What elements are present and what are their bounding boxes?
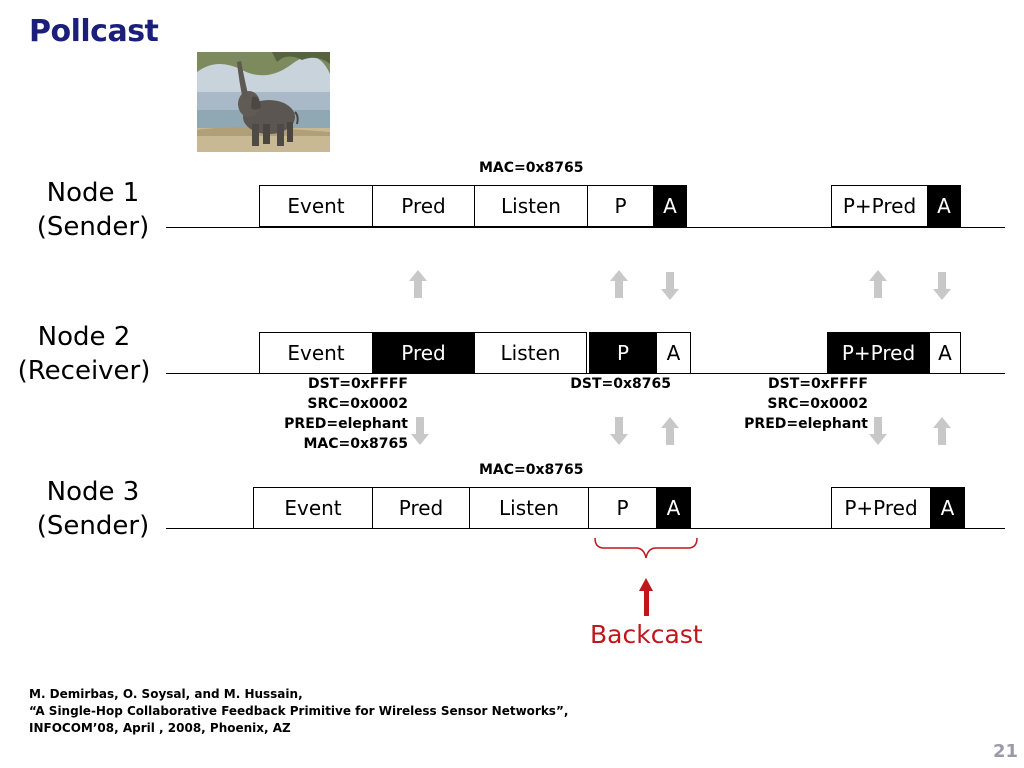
- node-3-listen-slot: Listen: [469, 487, 589, 529]
- node-3-ppred-slot: P+Pred: [831, 487, 931, 529]
- up-arrow-icon: [409, 270, 427, 298]
- node-3-mac-label: MAC=0x8765: [479, 462, 584, 478]
- node-1-label: Node 1 (Sender): [18, 176, 168, 244]
- node-3-p-slot: P: [588, 487, 657, 529]
- elephant-photo: [197, 52, 330, 152]
- node-3-ack-slot: A: [656, 487, 691, 529]
- node-3-event-slot: Event: [253, 487, 373, 529]
- node-3-pred-slot: Pred: [372, 487, 470, 529]
- node-1-event-slot: Event: [259, 185, 373, 227]
- p-packet-dst: DST=0x8765: [570, 376, 671, 392]
- down-arrow-icon: [661, 272, 679, 300]
- node-3-role: (Sender): [36, 511, 150, 541]
- ppred-packet-info: DST=0xFFFF SRC=0x0002 PRED=elephant: [744, 374, 868, 434]
- down-arrow-icon: [411, 417, 429, 445]
- up-arrow-icon: [661, 417, 679, 445]
- citation-paper: “A Single-Hop Collaborative Feedback Pri…: [29, 704, 569, 718]
- p-packet-info: DST=0x8765: [570, 374, 671, 394]
- node-1-mac-label: MAC=0x8765: [479, 160, 584, 176]
- backcast-label: Backcast: [590, 620, 703, 649]
- up-arrow-icon: [869, 270, 887, 298]
- ppred-packet-dst: DST=0xFFFF: [767, 376, 868, 392]
- citation-authors: M. Demirbas, O. Soysal, and M. Hussain,: [29, 687, 303, 701]
- node-1-listen-slot: Listen: [474, 185, 588, 227]
- up-arrow-icon: [933, 417, 951, 445]
- node-1-role: (Sender): [36, 212, 150, 242]
- node-1-ack-slot: A: [653, 185, 687, 227]
- ppred-packet-pred: PRED=elephant: [744, 416, 868, 432]
- down-arrow-icon: [869, 417, 887, 445]
- node-1-pred-slot: Pred: [372, 185, 475, 227]
- node-2-name: Node 2: [37, 322, 131, 352]
- node-1-timeline: [166, 227, 1005, 228]
- node-1-p-slot: P: [587, 185, 654, 227]
- node-2-pred-slot: Pred: [372, 332, 475, 374]
- ppred-packet-src: SRC=0x0002: [767, 396, 868, 412]
- node-2-p-slot: P: [589, 332, 657, 374]
- pred-packet-src: SRC=0x0002: [307, 396, 408, 412]
- citation-venue: INFOCOM’08, April , 2008, Phoenix, AZ: [29, 721, 291, 735]
- pred-packet-info: DST=0xFFFF SRC=0x0002 PRED=elephant MAC=…: [284, 374, 408, 454]
- node-1-ppred-ack-slot: A: [927, 185, 961, 227]
- down-arrow-icon: [610, 417, 628, 445]
- node-2-role: (Receiver): [17, 356, 151, 386]
- pred-packet-dst: DST=0xFFFF: [307, 376, 408, 392]
- node-2-ppred-slot: P+Pred: [827, 332, 930, 374]
- pred-packet-pred: PRED=elephant: [284, 416, 408, 432]
- citation: M. Demirbas, O. Soysal, and M. Hussain, …: [29, 686, 568, 737]
- pred-packet-mac: MAC=0x8765: [303, 436, 408, 452]
- up-arrow-icon: [610, 270, 628, 298]
- node-2-event-slot: Event: [259, 332, 373, 374]
- backcast-brace: [594, 537, 698, 616]
- node-2-ppred-ack-slot: A: [929, 332, 961, 374]
- node-3-label: Node 3 (Sender): [18, 475, 168, 543]
- page-number: 21: [993, 741, 1019, 762]
- node-3-ppred-ack-slot: A: [930, 487, 965, 529]
- node-1-name: Node 1: [46, 178, 140, 208]
- node-3-name: Node 3: [46, 477, 140, 507]
- slide-title: Pollcast: [29, 14, 159, 49]
- node-2-listen-slot: Listen: [474, 332, 587, 374]
- node-2-ack-slot: A: [656, 332, 691, 374]
- down-arrow-icon: [933, 272, 951, 300]
- node-1-ppred-slot: P+Pred: [831, 185, 928, 227]
- node-2-label: Node 2 (Receiver): [9, 320, 159, 388]
